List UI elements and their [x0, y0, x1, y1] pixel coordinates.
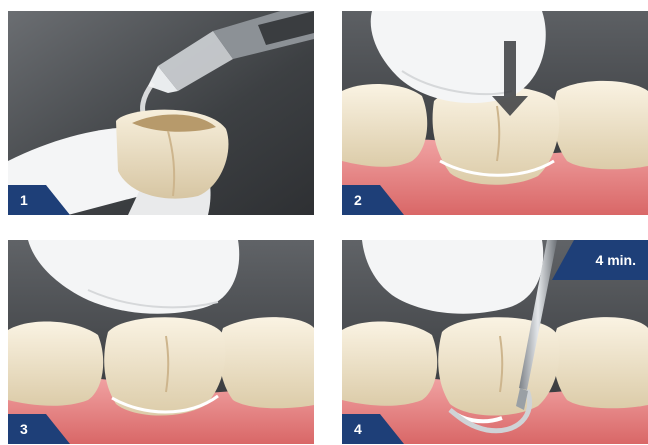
step-4-panel: 4 min. 4 — [342, 240, 648, 444]
step-number: 2 — [354, 192, 362, 208]
step-number: 1 — [20, 192, 28, 208]
step-1-illustration — [8, 11, 314, 215]
step-3-panel: 3 — [8, 240, 314, 444]
step-1-panel: 1 — [8, 11, 314, 215]
step-number: 4 — [354, 421, 362, 437]
step-2-panel: 2 — [342, 11, 648, 215]
step-number: 3 — [20, 421, 28, 437]
time-label: 4 min. — [596, 252, 636, 268]
step-2-illustration — [342, 11, 648, 215]
step-3-illustration — [8, 240, 314, 444]
